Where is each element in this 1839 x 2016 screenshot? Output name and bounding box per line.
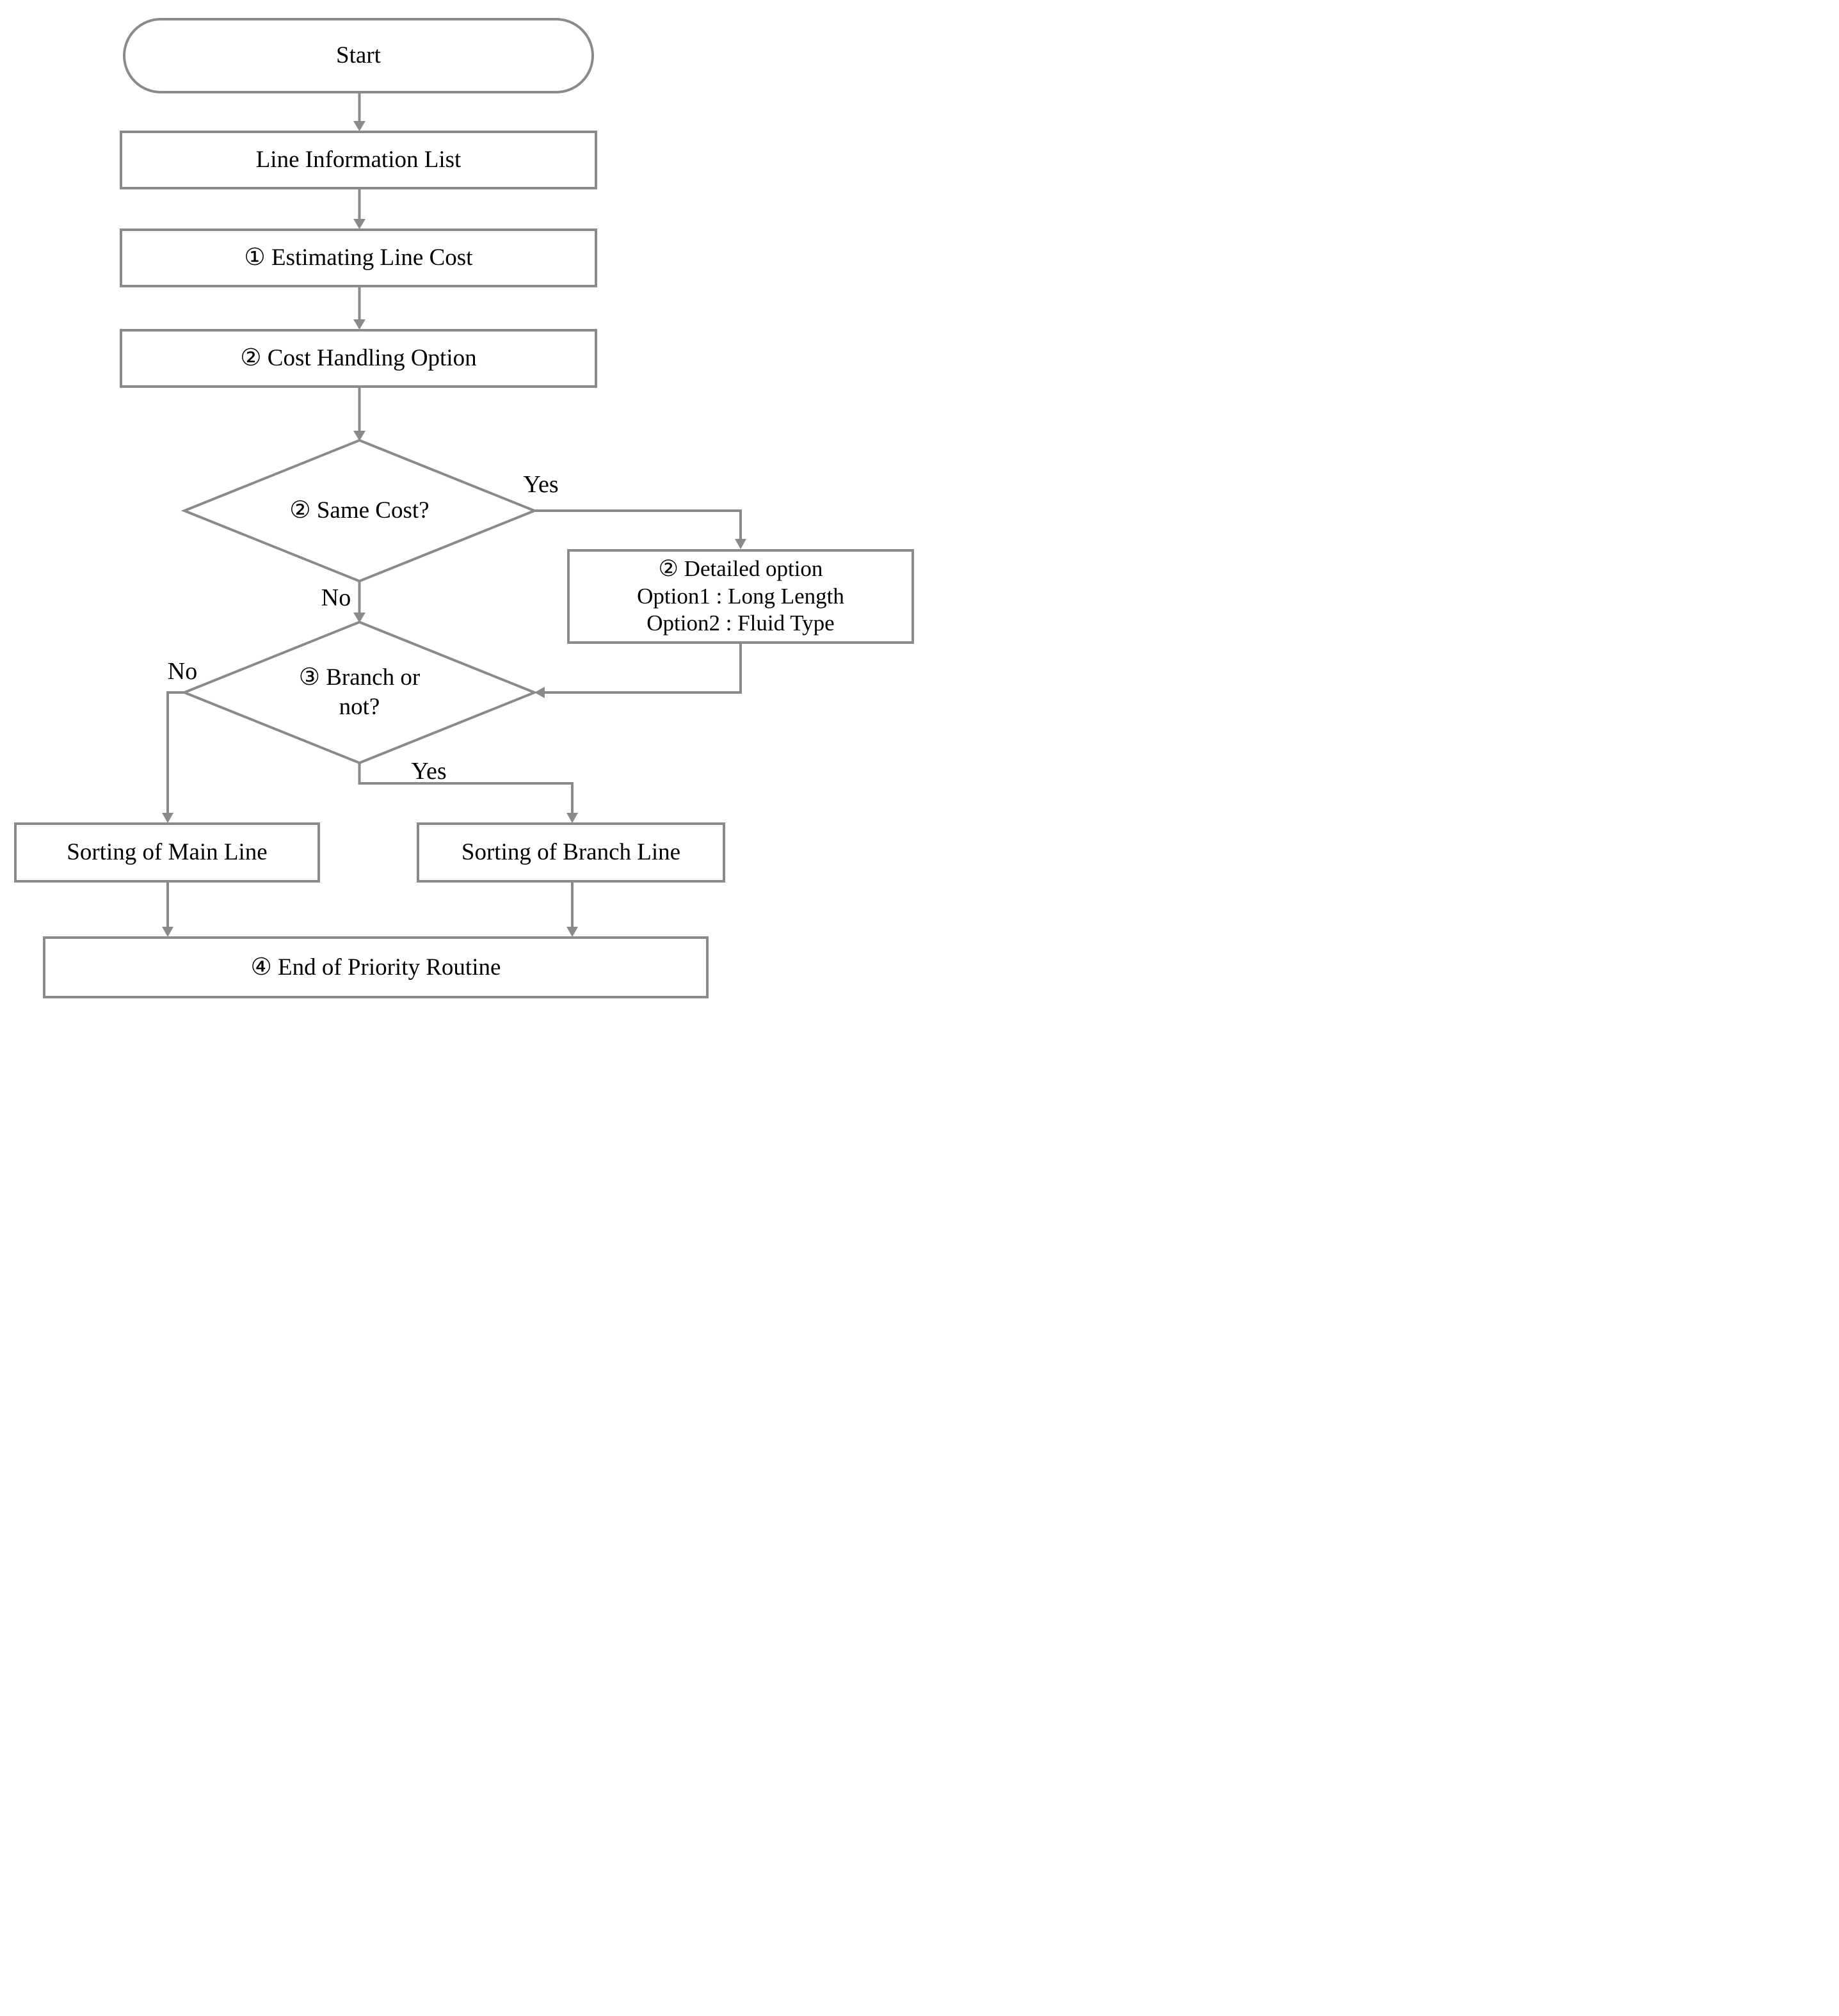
- node-cost-handling-option: ② Cost Handling Option: [120, 329, 597, 388]
- node-cost-handling-option-label: ② Cost Handling Option: [240, 345, 477, 372]
- node-sorting-branch-line-label: Sorting of Branch Line: [461, 839, 681, 866]
- arrowhead-sorting-main-to-end: [162, 927, 173, 937]
- node-sorting-branch-line: Sorting of Branch Line: [417, 822, 725, 883]
- node-detailed-option-line1: ② Detailed option: [658, 556, 823, 581]
- decision-branch-or-not-shape: [181, 620, 538, 765]
- arrowhead-no-to-branch: [353, 612, 365, 623]
- arrowhead-sorting-branch-to-end: [566, 927, 578, 937]
- decision-same-cost-shape: [181, 438, 538, 583]
- arrowhead-branch-yes-to-sorting-branch: [566, 813, 578, 823]
- edge-same-cost-yes-to-detailed: [534, 509, 742, 540]
- arrowhead-estimating-to-cost-handling: [353, 319, 365, 330]
- node-estimating-line-cost: ① Estimating Line Cost: [120, 228, 597, 287]
- arrowhead-branch-no-to-sorting-main: [162, 813, 173, 823]
- flowchart: Start Line Information List ① Estimating…: [0, 0, 919, 1008]
- node-line-information-list: Line Information List: [120, 131, 597, 189]
- arrowhead-line-info-to-estimating: [353, 219, 365, 229]
- edge-detailed-to-branch: [545, 644, 742, 694]
- node-line-information-list-label: Line Information List: [255, 147, 462, 173]
- node-end-priority-routine: ④ End of Priority Routine: [43, 936, 709, 998]
- label-same-cost-yes: Yes: [523, 471, 559, 498]
- label-branch-yes: Yes: [411, 758, 447, 785]
- node-end-priority-routine-label: ④ End of Priority Routine: [250, 954, 501, 980]
- label-branch-no: No: [167, 658, 198, 685]
- node-estimating-line-cost-label: ① Estimating Line Cost: [244, 244, 473, 271]
- node-detailed-option-line3: Option2 : Fluid Type: [646, 611, 835, 636]
- node-sorting-main-line-label: Sorting of Main Line: [67, 839, 268, 866]
- node-start: Start: [123, 18, 594, 93]
- node-sorting-main-line: Sorting of Main Line: [14, 822, 320, 883]
- arrowhead-start-to-line-info: [353, 121, 365, 131]
- arrowhead-cost-handling-to-same-cost: [353, 431, 365, 441]
- arrowhead-yes-to-detailed: [735, 539, 746, 549]
- node-start-label: Start: [336, 42, 381, 69]
- edge-branch-yes-to-sorting-branch: [358, 763, 574, 813]
- node-detailed-option-line2: Option1 : Long Length: [637, 583, 844, 609]
- connector-layer: [162, 93, 746, 937]
- node-detailed-option: ② Detailed option Option1 : Long Length …: [567, 549, 914, 644]
- label-same-cost-no: No: [321, 584, 351, 611]
- arrowhead-detailed-to-branch: [534, 687, 545, 698]
- edge-branch-no-to-sorting-main: [166, 691, 184, 813]
